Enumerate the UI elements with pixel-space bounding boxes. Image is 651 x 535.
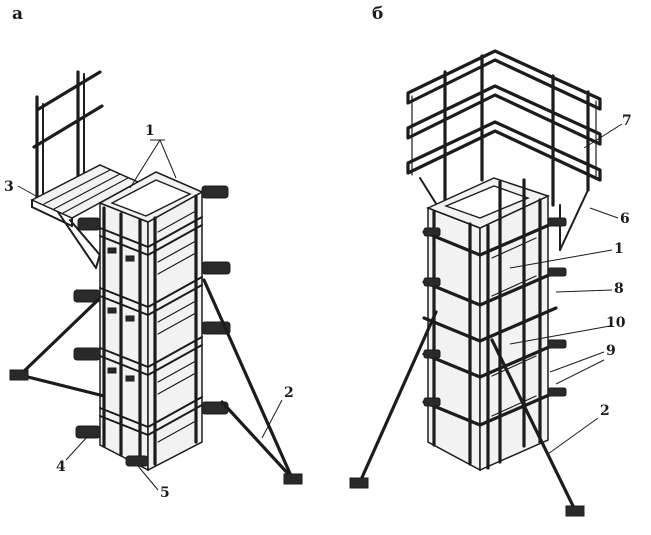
platform-railing-b <box>406 49 602 251</box>
panel-label-b: б <box>372 4 384 24</box>
callout-a-3: 3 <box>4 179 14 195</box>
callout-b-6: 6 <box>620 211 630 227</box>
formwork-b <box>349 49 602 517</box>
callout-b-8: 8 <box>614 281 624 297</box>
column-formwork-a <box>98 171 204 472</box>
formwork-a <box>9 70 303 485</box>
clamps-a <box>73 185 231 467</box>
callout-a-2: 2 <box>284 385 294 401</box>
callout-b-9: 9 <box>606 343 616 359</box>
callout-a-4: 4 <box>56 459 66 475</box>
callout-b-1: 1 <box>614 241 624 257</box>
callout-b-7: 7 <box>622 113 632 129</box>
side-ribs-b <box>491 237 537 417</box>
wale-bands-a <box>99 216 203 436</box>
platform-railing-a <box>32 70 104 200</box>
braces-b <box>349 310 585 517</box>
callout-a-5: 5 <box>160 485 170 501</box>
column-formwork-b <box>422 177 558 472</box>
clamps-b <box>423 217 567 407</box>
leader-lines <box>17 123 623 491</box>
panel-label-a: а <box>12 4 24 24</box>
panel-slots-a <box>107 247 135 382</box>
braces-a <box>9 278 303 485</box>
callout-b-10: 10 <box>606 315 626 331</box>
callout-a-1: 1 <box>145 123 155 139</box>
callout-b-2: 2 <box>600 403 610 419</box>
side-ribs-a <box>157 211 195 443</box>
